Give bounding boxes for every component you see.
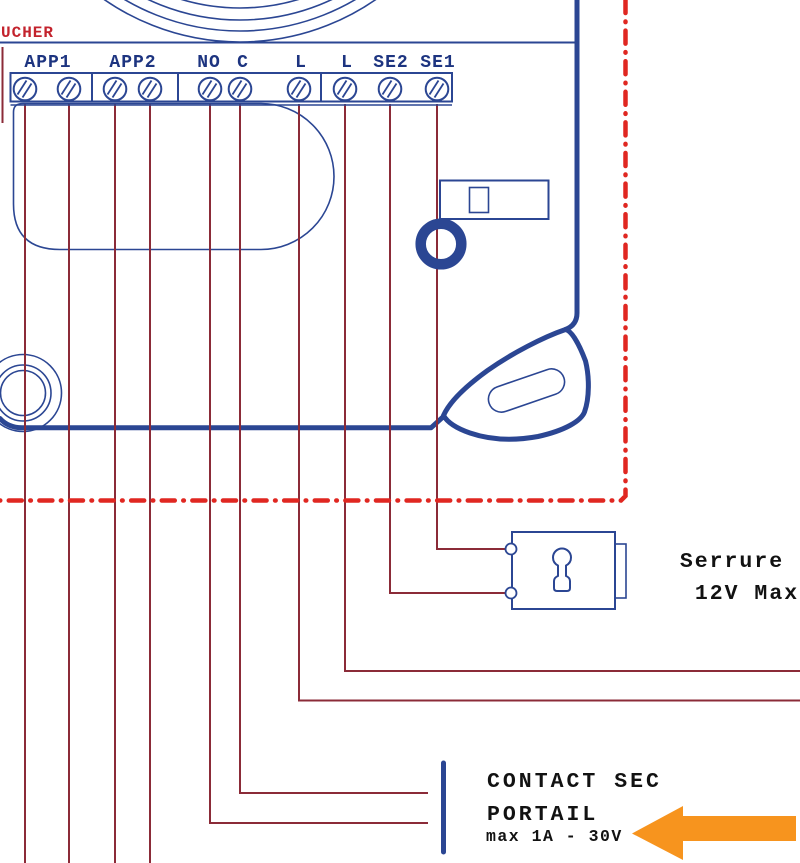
gate-contact-line2: PORTAIL <box>487 803 598 827</box>
terminal-label-se2: SE2 <box>373 53 408 73</box>
speaker-cavity-outline <box>12 102 335 251</box>
terminal-label-l1: L <box>295 53 307 73</box>
terminal-label-app2: APP2 <box>109 53 156 73</box>
lock-label-line1: Serrure <box>680 550 784 574</box>
mounting-hole-icon <box>0 353 63 433</box>
screw-terminal-icon <box>137 76 163 102</box>
speaker-grille-icon <box>103 0 377 43</box>
gate-contact-line1: CONTACT SEC <box>487 770 662 794</box>
boundary-line <box>0 0 628 503</box>
screw-terminal-icon <box>12 76 38 102</box>
ferrite-ring-icon <box>415 218 467 270</box>
arrow-left-icon <box>632 806 796 860</box>
screw-terminal-icon <box>424 76 450 102</box>
screw-terminal-icon <box>332 76 358 102</box>
terminal-label-no: NO <box>197 53 221 73</box>
screw-terminal-icon <box>56 76 82 102</box>
warning-text: UCHER <box>1 24 54 42</box>
cable-grommet <box>441 327 591 442</box>
wire-se1 <box>436 104 506 550</box>
terminal-label-app1: APP1 <box>24 53 71 73</box>
screw-terminal-icon <box>197 76 223 102</box>
device-outline <box>0 0 591 442</box>
wire-se2 <box>389 104 506 594</box>
screw-terminal-icon <box>227 76 253 102</box>
lock-tab <box>614 543 627 599</box>
lock-label: Serrure 12V Max <box>680 550 799 606</box>
slide-switch <box>439 179 550 220</box>
lock-terminal-bottom <box>504 586 518 600</box>
screw-terminal-icon <box>377 76 403 102</box>
keyhole-icon <box>552 547 572 592</box>
terminal-label-c: C <box>237 53 249 73</box>
wire-c <box>239 104 428 794</box>
terminal-labels: APP1 APP2 NO C L L SE2 SE1 <box>24 53 455 73</box>
grommet-slot <box>487 368 566 413</box>
gate-contact-line3: max 1A - 30V <box>486 827 623 846</box>
slide-switch-knob <box>468 186 490 214</box>
wires <box>24 104 800 863</box>
wire-l2 <box>344 104 800 672</box>
screw-terminal-icon <box>102 76 128 102</box>
lock-symbol <box>504 531 627 610</box>
terminal-label-se1: SE1 <box>420 53 455 73</box>
screw-terminal-icon <box>286 76 312 102</box>
wire-no <box>209 104 428 824</box>
gate-contact-callout: CONTACT SEC PORTAIL max 1A - 30V <box>441 760 796 860</box>
lock-label-line2: 12V Max <box>695 582 799 606</box>
lock-terminal-top <box>504 542 518 556</box>
wire-l1 <box>298 104 800 702</box>
terminal-label-l2: L <box>341 53 353 73</box>
terminal-block <box>9 72 453 106</box>
